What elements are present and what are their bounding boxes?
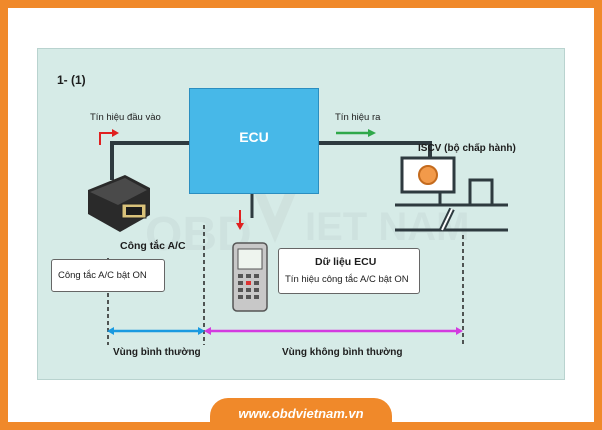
iscv-label: ISCV (bộ chấp hành) [418,143,516,154]
switch-note-box: Công tắc A/C bật ON [51,259,165,292]
diagram-label: 1- (1) [57,73,86,87]
output-signal-label: Tín hiệu ra [335,112,381,123]
output-wire [319,141,432,160]
switch-label: Công tắc A/C [120,240,186,252]
data-note-box: Dữ liệu ECU Tín hiệu công tắc A/C bật ON [278,248,420,294]
data-title: Dữ liệu ECU [315,256,377,268]
data-note: Tín hiệu công tắc A/C bật ON [285,274,409,285]
ecu-block: ECU [189,88,319,194]
normal-zone-label: Vùng bình thường [113,347,201,358]
abnormal-zone-label: Vùng không bình thường [282,347,403,358]
ecu-label: ECU [239,129,269,145]
input-arrow-icon [99,132,112,145]
normal-zone-arrow [107,327,205,335]
abnormal-zone-arrow [204,327,463,335]
switch-note: Công tắc A/C bật ON [58,270,147,281]
iscv-actuator-icon [395,156,508,232]
input-signal-label: Tín hiệu đầu vào [90,112,161,123]
scanner-icon [232,242,268,312]
footer-website[interactable]: www.obdvietnam.vn [210,398,392,430]
ac-switch-icon [88,175,150,232]
input-wire [110,141,190,180]
